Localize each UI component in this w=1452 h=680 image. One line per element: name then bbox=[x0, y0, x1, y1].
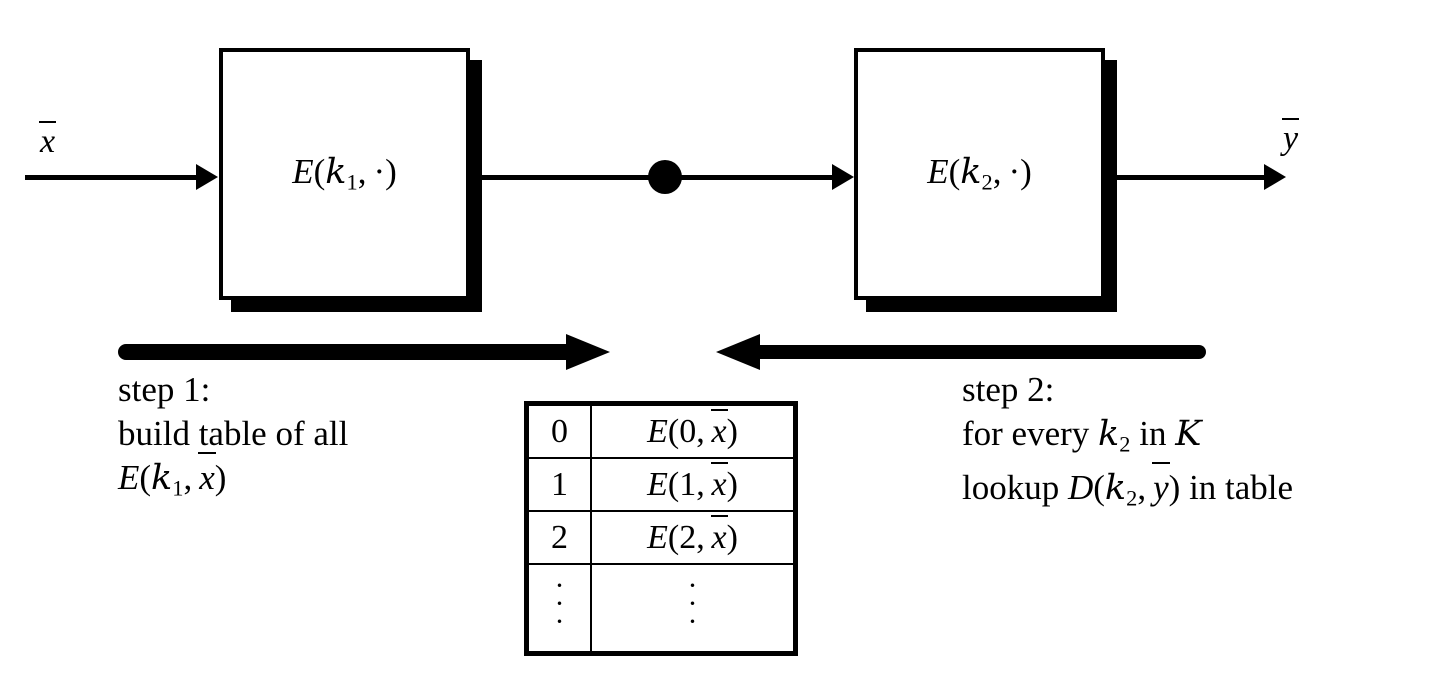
step-1-arrow-right bbox=[118, 334, 610, 370]
step-1-caption: step 1: build table of all E(k1, x) bbox=[118, 368, 348, 510]
table-cell-value: E(1, x) bbox=[590, 456, 793, 512]
step-2-line-3: lookup D(k2, y) in table bbox=[962, 462, 1294, 511]
step-2-caption: step 2: for every k2 in K lookup D(k2, y… bbox=[962, 368, 1293, 521]
table-cell-value: E(2, x) bbox=[590, 509, 793, 566]
middle-arrowhead bbox=[832, 164, 854, 190]
table-cell-value: E(0, x) bbox=[590, 406, 793, 459]
cipher-1-label: E(k1, ·) bbox=[292, 152, 397, 195]
table-cell-key: 0 bbox=[529, 406, 592, 459]
output-label-y-bar: y bbox=[1281, 117, 1300, 157]
step-1-line-3: E(k1, x) bbox=[118, 451, 227, 501]
step-2-line-2-prefix: for every bbox=[962, 414, 1099, 453]
table-cell-value-index: 2 bbox=[679, 518, 697, 556]
step-1-line-2: build table of all bbox=[118, 414, 349, 453]
table-cell-key-ellipsis: ··· bbox=[529, 563, 592, 651]
precomputed-encryption-table[interactable]: 0 E(0, x) 1 E(1, x) 2 E(2, x) bbox=[524, 401, 798, 656]
table-row[interactable]: 2 E(2, x) bbox=[529, 509, 793, 566]
table-row[interactable]: 0 E(0, x) bbox=[529, 406, 793, 459]
table-cell-key: 1 bbox=[529, 456, 592, 512]
step-2-arrow-left bbox=[716, 334, 1208, 370]
step-2-heading: step 2: bbox=[962, 370, 1055, 409]
intermediate-value-node[interactable] bbox=[648, 160, 682, 194]
table-cell-value-index: 1 bbox=[679, 465, 697, 503]
output-wire-right bbox=[1105, 175, 1270, 180]
input-wire-left bbox=[25, 175, 203, 180]
step-2-line-3-prefix: lookup bbox=[962, 468, 1068, 508]
output-arrowhead-right bbox=[1264, 164, 1286, 190]
step-2-line-2: for every k2 in K bbox=[962, 414, 1202, 457]
table-cell-key: 2 bbox=[529, 509, 592, 566]
input-label-x-bar: x bbox=[38, 120, 57, 160]
step-1-heading: step 1: bbox=[118, 370, 211, 409]
cipher-2-box[interactable]: E(k2, ·) bbox=[854, 48, 1105, 300]
table-row[interactable]: 1 E(1, x) bbox=[529, 456, 793, 512]
step-2-line-2-mid: in bbox=[1130, 414, 1176, 453]
table-row-ellipsis: ··· ··· bbox=[529, 563, 793, 651]
input-arrowhead-left bbox=[196, 164, 218, 190]
step-2-line-3-suffix: in table bbox=[1180, 468, 1294, 508]
cipher-2-label: E(k2, ·) bbox=[927, 152, 1032, 195]
table-cell-value-ellipsis: ··· bbox=[590, 563, 793, 651]
cipher-1-box[interactable]: E(k1, ·) bbox=[219, 48, 470, 300]
table-cell-value-index: 0 bbox=[679, 412, 697, 450]
